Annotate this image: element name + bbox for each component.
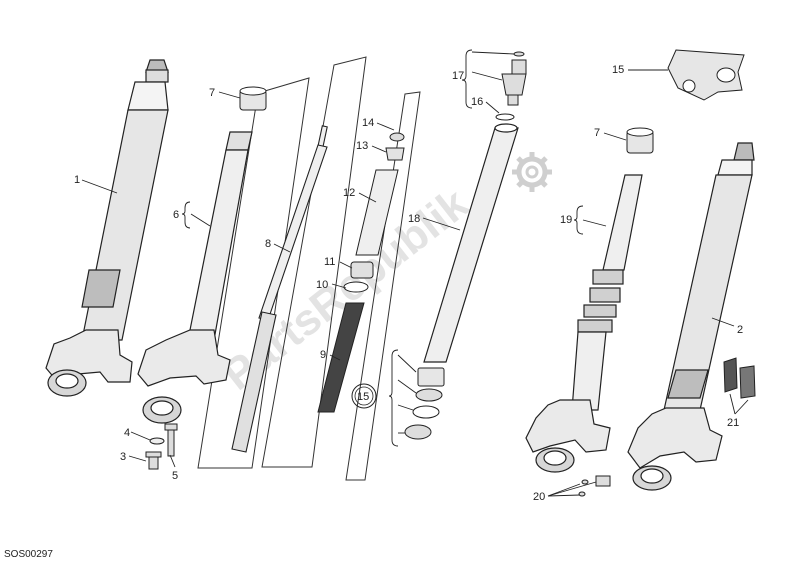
frame-spring xyxy=(345,91,421,481)
callout-2: 2 xyxy=(737,324,743,336)
part-1-left-fork-leg xyxy=(45,59,169,397)
part-3-screw xyxy=(145,451,162,470)
part-11-spring-guide xyxy=(350,261,374,279)
callout-3: 3 xyxy=(120,451,126,463)
callout-4: 4 xyxy=(124,427,130,439)
callout-6: 6 xyxy=(173,209,179,221)
part-15-clamp-plate xyxy=(667,49,745,101)
part-19-inner-tube-right xyxy=(525,174,643,473)
callout-9: 9 xyxy=(320,349,326,361)
callout-19: 19 xyxy=(560,214,572,226)
part-7-bushing-left xyxy=(239,86,267,111)
callout-7b: 7 xyxy=(594,127,600,139)
leader-lines xyxy=(81,49,749,497)
part-2-right-fork-leg xyxy=(627,142,755,491)
callout-1: 1 xyxy=(74,174,80,186)
frame-inner-tube xyxy=(197,77,310,469)
part-17-top-cap xyxy=(501,51,527,106)
frame-damper-rod xyxy=(261,56,367,468)
callout-10: 10 xyxy=(316,279,328,291)
part-14-nut xyxy=(389,132,405,142)
callout-21: 21 xyxy=(727,417,739,429)
callout-12: 12 xyxy=(343,187,355,199)
callout-20: 20 xyxy=(533,491,545,503)
part-5-screw xyxy=(164,423,178,457)
callouts: 1 2 3 4 5 6 7 7 8 9 10 11 12 13 14 15 15… xyxy=(74,64,743,503)
callout-16: 16 xyxy=(471,96,483,108)
callout-11: 11 xyxy=(324,256,335,268)
watermark-gear-icon xyxy=(512,152,552,192)
part-16-o-ring xyxy=(495,113,515,121)
group-frames xyxy=(197,56,421,481)
callout-15b: 15 xyxy=(612,64,624,76)
part-21-pads xyxy=(723,357,756,399)
drawing-code: SOS00297 xyxy=(4,549,53,560)
part-20-bleed-screw xyxy=(578,475,611,497)
part-6-inner-tube-assembly xyxy=(137,131,253,424)
callout-15a-ring xyxy=(351,383,377,409)
part-18-outer-tube-right xyxy=(423,123,519,363)
callout-8: 8 xyxy=(265,238,271,250)
part-9-spring xyxy=(317,302,365,413)
callout-5: 5 xyxy=(172,470,178,482)
part-12-preload-spacer xyxy=(355,169,399,256)
part-15-seal-kit xyxy=(404,367,445,440)
callout-13: 13 xyxy=(356,140,368,152)
callout-18: 18 xyxy=(408,213,420,225)
callout-14: 14 xyxy=(362,117,374,129)
callout-15a: 15 xyxy=(357,391,369,403)
callout-7a: 7 xyxy=(209,87,215,99)
part-13-cap xyxy=(385,147,405,161)
part-10-washer xyxy=(343,281,369,293)
callout-17: 17 xyxy=(452,70,464,82)
part-7-bushing-right xyxy=(626,127,654,154)
part-8-damper-rod xyxy=(231,125,328,453)
part-4-washer xyxy=(149,437,165,445)
